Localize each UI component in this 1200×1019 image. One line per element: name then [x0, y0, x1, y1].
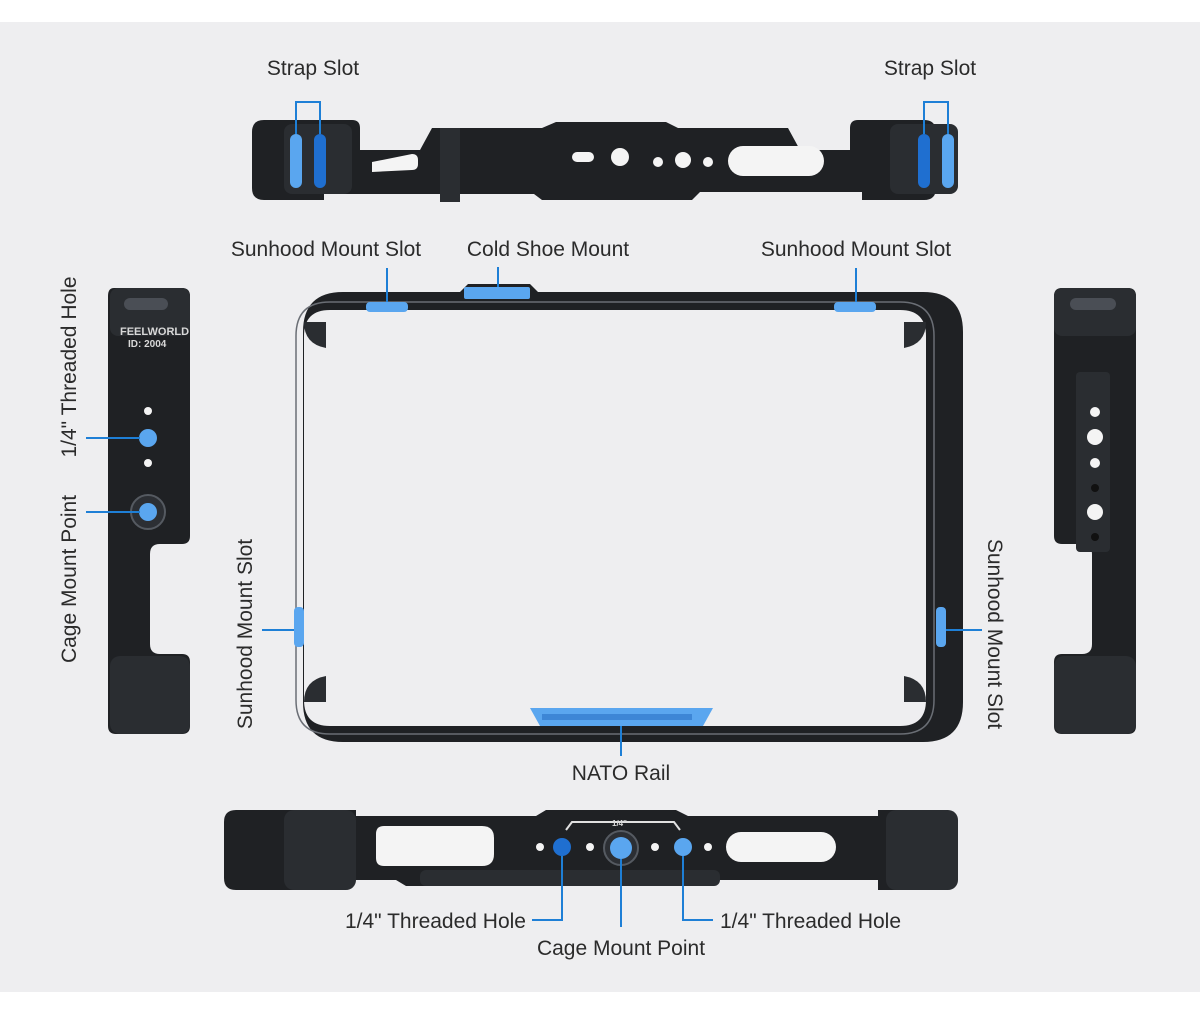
label-strap-slot-right: Strap Slot: [884, 57, 976, 80]
bottom-cage-mount-point: [610, 837, 632, 859]
label-sunhood-top-right: Sunhood Mount Slot: [761, 238, 951, 261]
cold-shoe-mount: [464, 287, 530, 299]
sunhood-slot-left: [294, 607, 304, 647]
right-side-view: [1054, 288, 1136, 734]
bottom-threaded-hole-right: [674, 838, 692, 856]
bottom-view-cage: 1/4": [224, 810, 958, 890]
label-cold-shoe: Cold Shoe Mount: [467, 238, 629, 261]
thread-mark-engraving: 1/4": [612, 819, 627, 828]
brand-engraving: FEELWORLD: [120, 326, 189, 338]
label-sunhood-right: Sunhood Mount Slot: [983, 539, 1006, 729]
strap-slot-right-a: [918, 134, 930, 188]
label-sunhood-top-left: Sunhood Mount Slot: [231, 238, 421, 261]
sunhood-slot-top-left: [366, 302, 408, 312]
label-nato-rail: NATO Rail: [572, 762, 670, 785]
strap-slot-left-a: [290, 134, 302, 188]
label-cage-mount-bottom: Cage Mount Point: [537, 937, 705, 960]
side-cage-mount-point: [139, 503, 157, 521]
label-strap-slot-left: Strap Slot: [267, 57, 359, 80]
bottom-threaded-hole-left: [553, 838, 571, 856]
top-view-cage: [252, 120, 958, 202]
label-threaded-hole-bottom-right: 1/4" Threaded Hole: [720, 910, 901, 933]
side-threaded-hole: [139, 429, 157, 447]
label-threaded-hole-side: 1/4" Threaded Hole: [58, 276, 81, 457]
model-id-engraving: ID: 2004: [128, 339, 167, 350]
strap-slot-right-b: [942, 134, 954, 188]
strap-slot-left-b: [314, 134, 326, 188]
sunhood-slot-right: [936, 607, 946, 647]
label-sunhood-left: Sunhood Mount Slot: [234, 539, 257, 729]
label-cage-mount-side: Cage Mount Point: [58, 495, 81, 663]
sunhood-slot-top-right: [834, 302, 876, 312]
leader-lines: [86, 101, 982, 927]
product-diagram: FEELWORLD ID: 2004 1/4": [0, 22, 1200, 992]
label-threaded-hole-bottom-left: 1/4" Threaded Hole: [345, 910, 526, 933]
labels: Strap Slot Strap Slot Sunhood Mount Slot…: [58, 57, 1006, 960]
center-frame: [294, 284, 963, 742]
left-side-view: FEELWORLD ID: 2004: [108, 288, 190, 734]
cage-diagram-svg: FEELWORLD ID: 2004 1/4": [58, 57, 1136, 960]
top-cold-shoe-block: [440, 128, 460, 202]
